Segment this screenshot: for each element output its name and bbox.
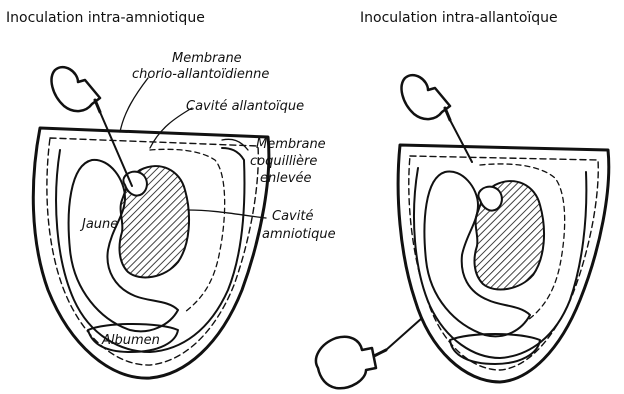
right-syringe-bottom [316,318,422,388]
left-label-amniotique-1: Cavité [272,209,313,224]
left-label-allantoic: Cavité allantoïque [186,99,304,114]
right-figure-title: Inoculation intra-allantoïque [360,10,558,26]
left-leader-membrane [120,78,148,132]
left-label-coquilliere-3: enlevée [260,171,312,186]
left-label-coquilliere-2: coquillière [250,154,317,169]
left-label-membrane-2: chorio-allantoïdienne [132,67,269,82]
left-label-membrane-1: Membrane [172,51,242,66]
right-figure: Inoculation intra-allantoïque [316,10,609,388]
left-figure: Inoculation intra-amniotique Albumen Mem… [6,10,336,378]
left-label-jaune: Jaune [79,217,118,232]
right-syringe-top [402,75,472,162]
left-label-albumen: Albumen [101,333,160,348]
left-syringe [52,67,132,186]
left-label-coquilliere-1: Membrane [256,137,326,152]
left-label-amniotique-2: amniotique [262,227,336,242]
left-leader-amniotique [188,210,266,218]
left-figure-title: Inoculation intra-amniotique [6,10,205,26]
